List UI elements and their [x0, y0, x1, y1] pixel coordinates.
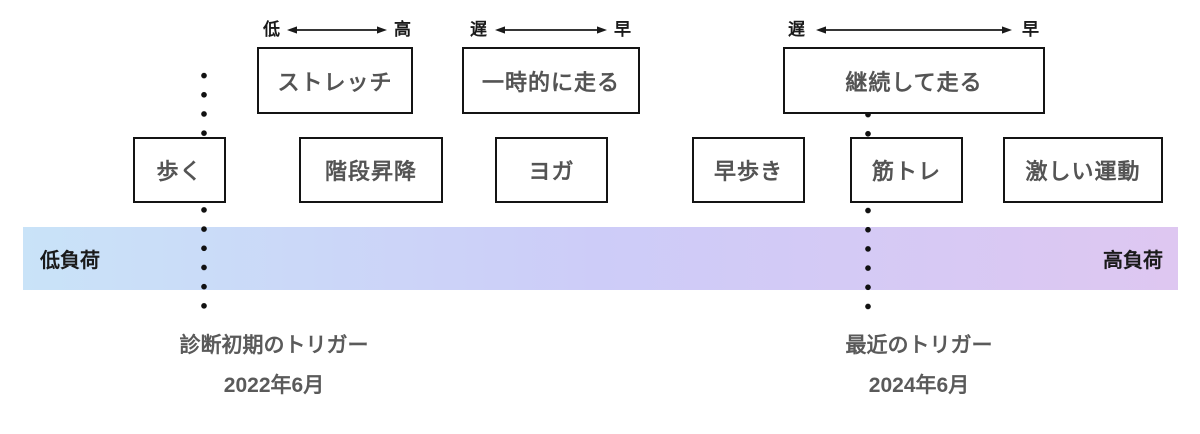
low-load-label: 低負荷 — [40, 250, 100, 272]
scale-low-label: 低 — [263, 20, 280, 39]
activity-label: 激しい運動 — [1025, 159, 1141, 184]
trigger-caption-initial: 診断初期のトリガー 2022年6月 — [114, 332, 434, 399]
activity-label: 早歩き — [713, 159, 783, 184]
activity-label: ストレッチ — [277, 69, 393, 95]
activity-box-intense-exercise: 激しい運動 — [1003, 137, 1163, 203]
double-arrow-icon — [494, 26, 607, 34]
activity-label: 歩く — [156, 159, 203, 184]
scale-slow-label: 遅 — [788, 20, 805, 39]
trigger-caption-recent: 最近のトリガー 2024年6月 — [759, 332, 1079, 399]
trigger-recent-date: 2024年6月 — [868, 374, 970, 397]
activity-box-stairs: 階段昇降 — [299, 137, 443, 203]
activity-box-stretch: ストレッチ — [257, 47, 413, 114]
activity-label: 一時的に走る — [481, 69, 620, 95]
scale-high-label: 高 — [394, 20, 411, 39]
double-arrow-icon — [287, 26, 387, 34]
activity-box-temporary-run: 一時的に走る — [462, 47, 640, 114]
activity-label: 筋トレ — [871, 159, 941, 184]
high-load-label: 高負荷 — [1103, 250, 1163, 272]
activity-box-brisk-walk: 早歩き — [692, 137, 805, 203]
trigger-initial-title: 診断初期のトリガー — [179, 334, 369, 357]
activity-label: ヨガ — [528, 159, 575, 184]
trigger-initial-date: 2022年6月 — [223, 374, 325, 397]
activity-box-continuous-run: 継続して走る — [783, 47, 1045, 114]
scale-continuous-run-speed: 遅 早 — [788, 19, 1039, 41]
scale-fast-label: 早 — [1022, 20, 1039, 39]
load-gradient-bar: 低負荷 高負荷 — [23, 227, 1178, 290]
trigger-line-recent — [865, 105, 871, 317]
scale-fast-label: 早 — [614, 20, 631, 39]
double-arrow-icon — [815, 26, 1012, 34]
activity-label: 階段昇降 — [324, 159, 417, 184]
activity-box-walk: 歩く — [133, 137, 226, 203]
activity-label: 継続して走る — [845, 69, 983, 95]
activity-box-strength-training: 筋トレ — [850, 137, 963, 203]
trigger-recent-title: 最近のトリガー — [845, 334, 993, 357]
activity-box-yoga: ヨガ — [495, 137, 608, 203]
scale-temporary-run-speed: 遅 早 — [470, 19, 631, 41]
scale-stretch-intensity: 低 高 — [263, 19, 411, 41]
scale-slow-label: 遅 — [470, 20, 487, 39]
